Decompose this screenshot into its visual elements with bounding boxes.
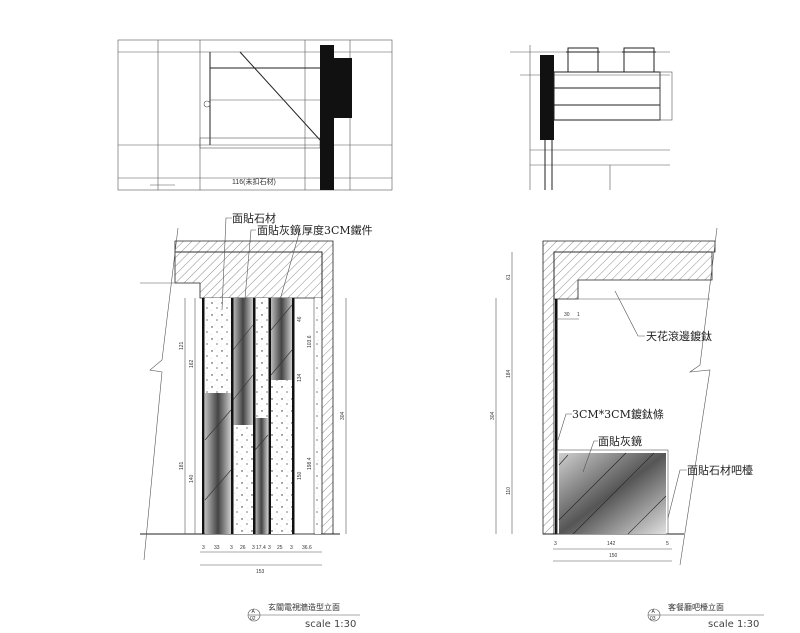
title-tag-bottom: 03 — [650, 616, 656, 622]
stone-panel — [255, 298, 268, 418]
dim-left-1: 61 — [506, 274, 512, 280]
dim-bottom: 3 — [202, 545, 205, 551]
elevation-right: 61 184 110 304 30 1 3 142 5 150 天花滾邊鍍鈦 3… — [490, 227, 764, 630]
dim-left-outer-2: 181 — [179, 461, 185, 470]
dim-bottom: 3 — [252, 545, 255, 551]
label-ceiling-trim: 天花滾邊鍍鈦 — [646, 329, 712, 343]
dim-small-1: 30 — [564, 312, 570, 318]
dim-right-4: 150 — [297, 471, 303, 480]
mirror-panel — [233, 298, 253, 425]
dim-total-width: 150 — [609, 553, 618, 559]
dim-bottom: 3 — [554, 541, 557, 547]
dim-left-outer-1: 121 — [179, 341, 185, 350]
dim-bottom: 3 — [230, 545, 233, 551]
label-iron: 厚度3CM鐵件 — [302, 223, 373, 237]
drawing-scale: scale 1:30 — [708, 619, 759, 630]
mirror-panel — [271, 298, 292, 380]
dim-bottom: 3 — [268, 545, 271, 551]
dim-bottom: 25 — [277, 545, 283, 551]
dim-small-2: 1 — [577, 312, 580, 318]
dim-bottom: 3 — [290, 545, 293, 551]
dim-bottom: 5 — [666, 541, 669, 547]
dim-left-3: 110 — [506, 487, 512, 495]
dim-total-width: 153 — [256, 569, 265, 575]
title-tag-top: A — [652, 609, 656, 615]
label-mirror: 面貼灰鏡 — [598, 434, 642, 448]
stone-panel — [233, 425, 253, 534]
drawing-title: 客餐廳吧檯立面 — [668, 602, 724, 612]
mirror-panel — [205, 393, 231, 534]
plan-note: 116(未扣石材) — [232, 177, 276, 186]
mirror-panel — [255, 418, 268, 534]
dim-bottom: 17.4 — [256, 545, 266, 551]
elevation-left: 121 181 162 140 46 103.6 134 150 198.4 3… — [140, 211, 373, 630]
mirror-panel — [559, 453, 666, 534]
plan-right — [510, 45, 673, 190]
dim-total-height: 304 — [490, 411, 496, 420]
dim-bottom: 36.6 — [302, 545, 312, 551]
dim-left-2: 184 — [506, 369, 512, 378]
title-tag-bottom: 02 — [250, 616, 256, 622]
label-stone: 面貼石材 — [232, 211, 276, 225]
stone-panel — [205, 298, 231, 393]
label-mirror: 面貼灰鏡 — [257, 223, 301, 237]
stone-panel — [271, 380, 292, 534]
dim-right-5: 198.4 — [307, 457, 313, 470]
dim-total-height: 304 — [340, 411, 346, 420]
title-tag-top: A — [252, 609, 256, 615]
dim-right-3: 134 — [297, 373, 303, 382]
dim-right-2: 103.6 — [307, 335, 313, 348]
plan-left: 116(未扣石材) — [117, 39, 393, 191]
drawing-title: 玄關電視牆造型立面 — [268, 602, 340, 612]
dim-left-inner-2: 140 — [189, 474, 195, 483]
dim-right-1: 46 — [297, 316, 303, 322]
dim-bottom: 33 — [214, 545, 220, 551]
label-stone-bar: 面貼石材吧檯 — [687, 463, 753, 477]
dim-bottom: 26 — [240, 545, 246, 551]
label-titanium-strip: 3CM*3CM鍍鈦條 — [572, 407, 664, 421]
dim-bottom: 142 — [607, 541, 616, 547]
dim-left-inner-1: 162 — [189, 359, 195, 368]
drawing-scale: scale 1:30 — [305, 619, 356, 630]
